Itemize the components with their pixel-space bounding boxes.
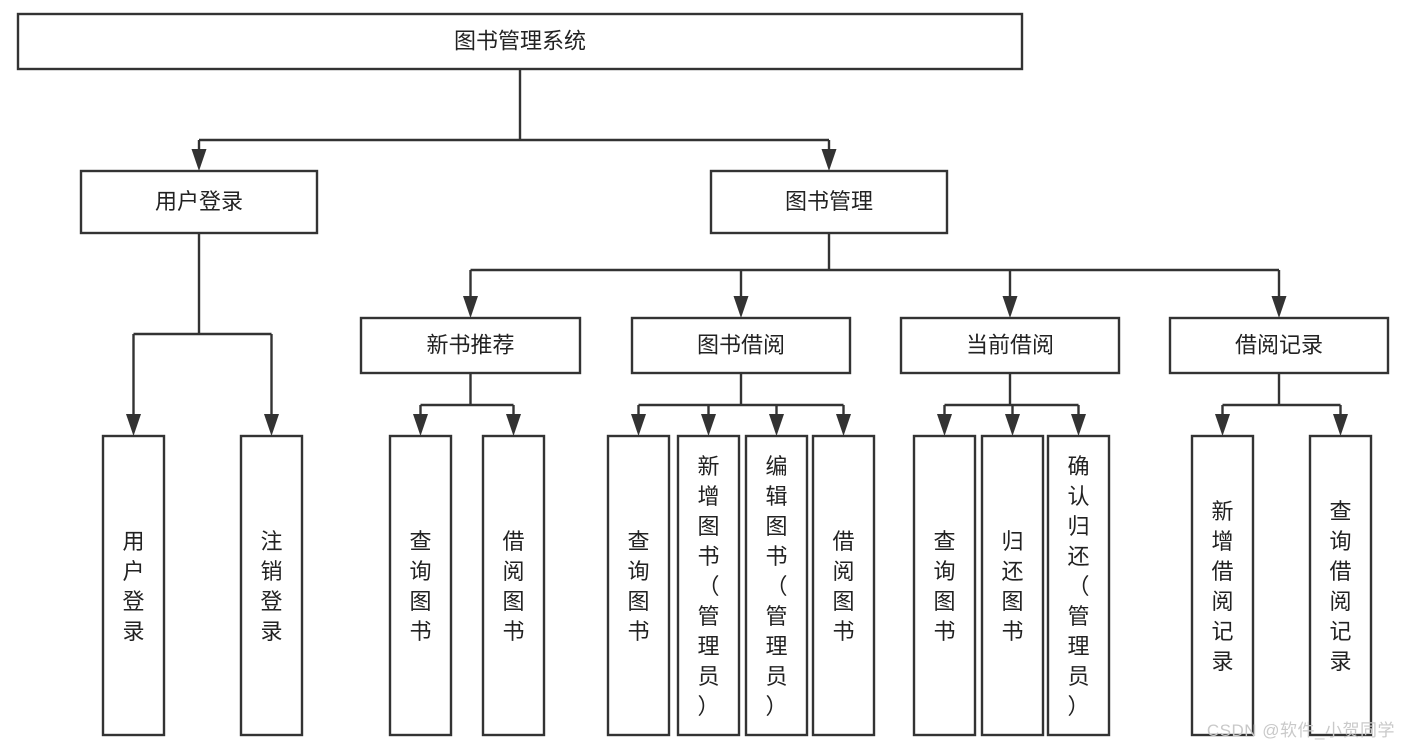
node-box-book-borrow [630,316,852,375]
leaf-current-borrow-leaf-confirm-return-admin-arrowhead [1071,414,1086,436]
node-label-root: 图书管理系统 [454,28,586,53]
node-layer: 图书管理系统用户登录图书管理新书推荐图书借阅当前借阅借阅记录用户登录注销登录查询… [16,12,1390,737]
node-label-leaf-edit-book-admin: 编辑图书（管理员） [765,454,787,719]
node-box-new-book-recommend [359,316,582,375]
leaf-userlogin-leaf-user-login-arrowhead [126,414,141,436]
leaf-borrow-record-leaf-add-borrow-record-arrowhead [1215,414,1230,436]
node-label-leaf-confirm-return-admin: 确认归还（管理员） [1067,454,1089,719]
node-box-current-borrow [899,316,1121,375]
node-leaf-borrow-book[interactable]: 借阅图书 [811,434,876,737]
node-leaf-query-borrow-record[interactable]: 查询借阅记录 [1308,434,1373,737]
node-label-leaf-add-borrow-record: 新增借阅记录 [1211,499,1233,674]
node-box-book-manage [709,169,949,235]
node-leaf-confirm-return-admin[interactable]: 确认归还（管理员） [1046,434,1111,737]
level2-book-manage-arrowhead [821,149,837,171]
node-leaf-user-login[interactable]: 用户登录 [101,434,166,737]
connector-layer [126,69,1348,436]
node-leaf-edit-book-admin[interactable]: 编辑图书（管理员） [744,434,809,737]
node-current-borrow[interactable]: 当前借阅 [899,316,1121,375]
node-box-leaf-query-book-cur [912,434,977,737]
node-label-book-borrow: 图书借阅 [697,332,785,357]
node-leaf-borrow-book-rec[interactable]: 借阅图书 [481,434,546,737]
node-leaf-add-borrow-record[interactable]: 新增借阅记录 [1190,434,1255,737]
level3-borrow-record-arrowhead [1271,296,1287,318]
node-leaf-query-book-borrow[interactable]: 查询图书 [606,434,671,737]
node-borrow-record[interactable]: 借阅记录 [1168,316,1390,375]
leaf-borrow-record-leaf-query-borrow-record-arrowhead [1333,414,1348,436]
node-leaf-query-book-cur[interactable]: 查询图书 [912,434,977,737]
leaf-book-borrow-leaf-borrow-book-arrowhead [836,414,851,436]
node-box-user-login [79,169,319,235]
node-box-leaf-add-book-admin [676,434,741,737]
node-label-user-login: 用户登录 [155,189,243,214]
node-label-leaf-query-book-borrow: 查询图书 [627,529,649,644]
node-label-leaf-query-book-rec: 查询图书 [409,529,431,644]
node-label-leaf-query-borrow-record: 查询借阅记录 [1329,499,1351,674]
node-box-leaf-query-book-borrow [606,434,671,737]
level3-book-borrow-arrowhead [733,296,749,318]
node-leaf-query-book-rec[interactable]: 查询图书 [388,434,453,737]
watermark-label: CSDN @软件_小贺同学 [1206,721,1395,740]
leaf-book-borrow-leaf-edit-book-admin-arrowhead [769,414,784,436]
node-label-leaf-borrow-book: 借阅图书 [832,529,854,644]
level3-current-borrow-arrowhead [1002,296,1018,318]
node-box-leaf-user-logout [239,434,304,737]
node-book-borrow[interactable]: 图书借阅 [630,316,852,375]
leaf-userlogin-leaf-user-logout-arrowhead [264,414,279,436]
node-root[interactable]: 图书管理系统 [16,12,1024,71]
node-label-leaf-user-logout: 注销登录 [260,529,282,644]
node-book-manage[interactable]: 图书管理 [709,169,949,235]
node-leaf-return-book[interactable]: 归还图书 [980,434,1045,737]
node-label-leaf-borrow-book-rec: 借阅图书 [502,529,524,644]
node-box-leaf-confirm-return-admin [1046,434,1111,737]
node-box-leaf-user-login [101,434,166,737]
node-box-root [16,12,1024,71]
node-box-leaf-edit-book-admin [744,434,809,737]
node-label-new-book-recommend: 新书推荐 [426,332,514,357]
node-box-leaf-add-borrow-record [1190,434,1255,737]
leaf-current-borrow-leaf-query-book-cur-arrowhead [937,414,952,436]
leaf-new-book-recommend-leaf-borrow-book-rec-arrowhead [506,414,521,436]
node-box-leaf-borrow-book [811,434,876,737]
node-user-login[interactable]: 用户登录 [79,169,319,235]
leaf-book-borrow-leaf-query-book-borrow-arrowhead [631,414,646,436]
node-label-leaf-query-book-cur: 查询图书 [933,529,955,644]
node-label-leaf-return-book: 归还图书 [1001,529,1023,644]
node-label-current-borrow: 当前借阅 [966,332,1054,357]
node-label-book-manage: 图书管理 [785,189,873,214]
node-box-leaf-return-book [980,434,1045,737]
level3-new-book-recommend-arrowhead [463,296,478,318]
node-label-borrow-record: 借阅记录 [1235,332,1323,357]
node-label-leaf-add-book-admin: 新增图书（管理员） [697,454,719,719]
leaf-book-borrow-leaf-add-book-admin-arrowhead [701,414,716,436]
node-box-borrow-record [1168,316,1390,375]
node-box-leaf-borrow-book-rec [481,434,546,737]
leaf-new-book-recommend-leaf-query-book-rec-arrowhead [413,414,428,436]
level2-user-login-arrowhead [191,149,207,171]
node-box-leaf-query-book-rec [388,434,453,737]
node-label-leaf-user-login: 用户登录 [122,529,144,644]
node-new-book-recommend[interactable]: 新书推荐 [359,316,582,375]
leaf-current-borrow-leaf-return-book-arrowhead [1005,414,1020,436]
node-leaf-user-logout[interactable]: 注销登录 [239,434,304,737]
node-box-leaf-query-borrow-record [1308,434,1373,737]
node-leaf-add-book-admin[interactable]: 新增图书（管理员） [676,434,741,737]
